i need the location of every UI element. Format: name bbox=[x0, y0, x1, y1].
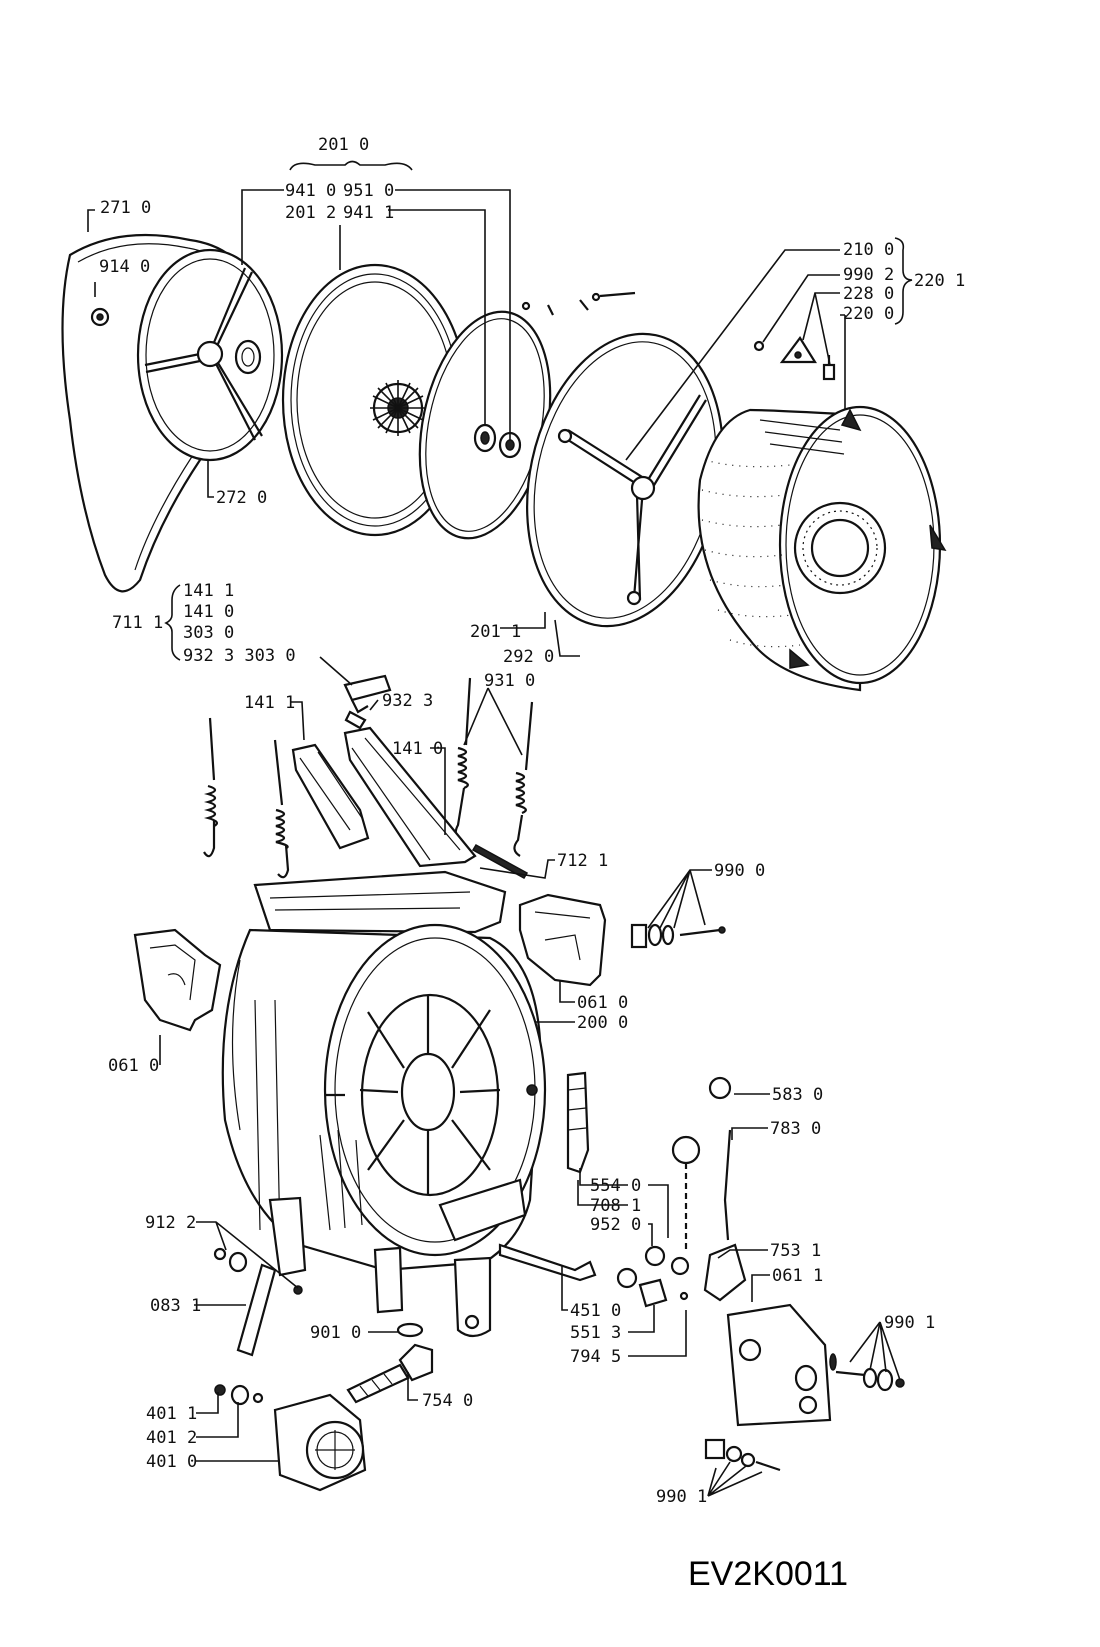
label-712-1: 712 1 bbox=[557, 851, 608, 871]
label-141-1: 141 1 bbox=[244, 693, 295, 713]
label-201-2: 201 2 bbox=[285, 203, 336, 223]
leader-lines bbox=[87, 160, 913, 1497]
label-932-3: 932 3 bbox=[382, 691, 433, 711]
label-141-0: 141 0 bbox=[392, 739, 443, 759]
label-083-1: 083 1 bbox=[150, 1296, 201, 1316]
counterweight-bolt-set bbox=[630, 923, 726, 949]
label-941-1: 941 1 bbox=[343, 203, 394, 223]
counterweight-right bbox=[518, 893, 607, 987]
label-272-0: 272 0 bbox=[216, 488, 267, 508]
drum-pulley bbox=[136, 248, 284, 462]
motor bbox=[214, 1384, 367, 1492]
label-941-0: 941 0 bbox=[285, 181, 336, 201]
rear-cover-panel bbox=[704, 1303, 905, 1472]
label-711-1: 711 1 bbox=[112, 613, 163, 633]
label-401-0: 401 0 bbox=[146, 1452, 197, 1472]
diagram-code: EV2K0011 bbox=[688, 1555, 848, 1593]
label-990-2: 990 2 bbox=[843, 265, 894, 285]
label-914-0: 914 0 bbox=[99, 257, 150, 277]
label-401-1: 401 1 bbox=[146, 1404, 197, 1424]
shock-absorber bbox=[213, 1247, 303, 1357]
label-583-0: 583 0 bbox=[772, 1085, 823, 1105]
label-201-0: 201 0 bbox=[318, 135, 369, 155]
label-931-0: 931 0 bbox=[484, 671, 535, 691]
label-554-0: 554 0 bbox=[590, 1176, 641, 1196]
heater-and-sensors bbox=[498, 1071, 747, 1308]
label-912-2: 912 2 bbox=[145, 1213, 196, 1233]
label-200-0: 200 0 bbox=[577, 1013, 628, 1033]
label-group-141-1: 141 1 bbox=[183, 581, 234, 601]
label-210-0: 210 0 bbox=[843, 240, 894, 260]
label-group-141-0: 141 0 bbox=[183, 602, 234, 622]
label-753-1: 753 1 bbox=[770, 1241, 821, 1261]
label-228-0: 228 0 bbox=[843, 284, 894, 304]
label-901-0: 901 0 bbox=[310, 1323, 361, 1343]
label-794-5: 794 5 bbox=[570, 1347, 621, 1367]
label-990-0: 990 0 bbox=[714, 861, 765, 881]
part-labels: 201 0 271 0 914 0 941 0 951 0 201 2 941 … bbox=[99, 135, 965, 1593]
drum-spider-ring bbox=[526, 332, 724, 628]
label-061-1: 061 1 bbox=[772, 1266, 823, 1286]
label-551-3: 551 3 bbox=[570, 1323, 621, 1343]
detergent-parts bbox=[291, 674, 529, 880]
label-group-932-3-303-0: 932 3 303 0 bbox=[183, 646, 296, 666]
label-990-1-right: 990 1 bbox=[884, 1313, 935, 1333]
label-952-0: 952 0 bbox=[590, 1215, 641, 1235]
tub-front-assembly bbox=[221, 870, 547, 1338]
label-451-0: 451 0 bbox=[570, 1301, 621, 1321]
label-061-0-left: 061 0 bbox=[108, 1056, 159, 1076]
label-201-1: 201 1 bbox=[470, 622, 521, 642]
label-220-1: 220 1 bbox=[914, 271, 965, 291]
label-754-0: 754 0 bbox=[422, 1391, 473, 1411]
label-220-0: 220 0 bbox=[843, 304, 894, 324]
drum-fasteners bbox=[591, 291, 836, 381]
label-group-303-0: 303 0 bbox=[183, 623, 234, 643]
label-783-0: 783 0 bbox=[770, 1119, 821, 1139]
label-292-0: 292 0 bbox=[503, 647, 554, 667]
label-271-0: 271 0 bbox=[100, 198, 151, 218]
label-951-0: 951 0 bbox=[343, 181, 394, 201]
label-061-0-right: 061 0 bbox=[577, 993, 628, 1013]
washing-drum bbox=[697, 405, 947, 692]
label-401-2: 401 2 bbox=[146, 1428, 197, 1448]
counterweight-left bbox=[133, 928, 222, 1032]
label-708-1: 708 1 bbox=[590, 1196, 641, 1216]
label-990-1-bottom: 990 1 bbox=[656, 1487, 707, 1507]
